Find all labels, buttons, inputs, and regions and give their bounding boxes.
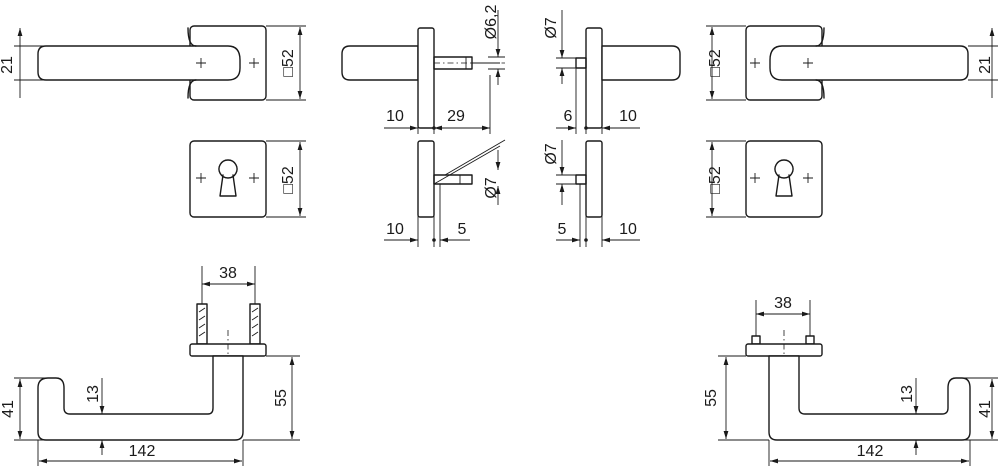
dim-screw-offset-left: 5 <box>458 221 467 238</box>
dim-fix-spacing-right: 38 <box>774 295 792 312</box>
dim-grip-gap-left: 13 <box>85 385 102 403</box>
dim-grip-gap-right: 13 <box>899 385 916 403</box>
front-view-lever-right: □52 21 <box>706 25 998 101</box>
elevation-left: 38 55 41 13 142 <box>0 265 300 466</box>
dim-screw-diameter-left: Ø7 <box>483 177 500 198</box>
dim-rose-offset-b: 10 <box>386 221 404 238</box>
escutcheon-left: □52 <box>189 140 306 218</box>
dim-lever-length-left: 142 <box>129 443 156 460</box>
front-view-lever-left: 21 □52 <box>0 25 306 101</box>
dim-spindle-diameter: Ø6,2 <box>483 5 500 40</box>
escutcheon-right: □52 <box>706 140 823 218</box>
dim-screw-offset-right: 5 <box>558 221 567 238</box>
dim-fix-spacing-left: 38 <box>219 265 237 282</box>
dim-lever-reach-right: 55 <box>703 389 720 407</box>
side-view-right: Ø7 6 10 <box>543 10 681 134</box>
dim-rose-square-right: □52 <box>707 49 724 77</box>
dim-screw-diameter-top: Ø7 <box>543 17 560 38</box>
elevation-right: 38 55 13 41 142 <box>703 295 998 466</box>
dim-screw-offset-6: 6 <box>564 108 573 125</box>
dim-rose-offset-d: 10 <box>619 221 637 238</box>
side-view-screw-left: Ø7 10 5 <box>384 139 506 247</box>
dim-lever-reach-left: 55 <box>273 389 290 407</box>
side-view-spindle: Ø6,2 10 29 <box>341 5 505 134</box>
dim-lever-height-right: 41 <box>977 400 994 418</box>
dim-escutcheon-square-right: □52 <box>707 166 724 194</box>
dim-lever-length-right: 142 <box>857 443 884 460</box>
dim-lever-width-right: 21 <box>977 56 994 74</box>
side-view-screw-right: Ø7 5 10 <box>543 140 640 247</box>
dim-screw-diameter-bottom: Ø7 <box>543 143 560 164</box>
dim-rose-offset-a: 10 <box>386 108 404 125</box>
dim-rose-offset-c: 10 <box>619 108 637 125</box>
dim-spindle-length: 29 <box>447 108 465 125</box>
dim-rose-square: □52 <box>280 49 297 77</box>
dim-lever-width: 21 <box>0 56 16 74</box>
dim-escutcheon-square: □52 <box>280 166 297 194</box>
dim-lever-height-left: 41 <box>0 400 17 418</box>
